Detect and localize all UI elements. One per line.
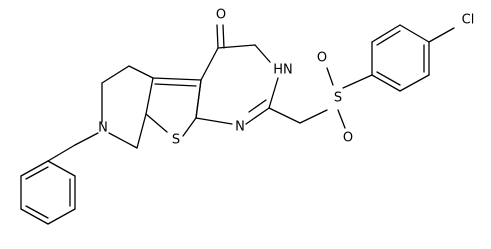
piperidine-nitrogen-label: N xyxy=(98,121,108,136)
benzyl-ring xyxy=(20,160,76,225)
nh-label: HN xyxy=(273,63,293,78)
thiophene-sulfur-label: S xyxy=(172,133,180,148)
chlorine-label: Cl xyxy=(462,13,475,28)
sulfonyl-oxygen-top-label: O xyxy=(317,51,327,66)
sulfonyl-chlorophenyl xyxy=(268,24,455,129)
sulfonyl-sulfur-label: S xyxy=(334,91,342,106)
carbonyl-oxygen-label: O xyxy=(216,8,226,23)
atom-labels: O HN S N N S O O Cl xyxy=(98,8,474,148)
pyrimidinone-ring xyxy=(195,24,279,125)
piperidine-ring xyxy=(47,65,154,162)
thiophene-ring xyxy=(145,77,202,137)
pyrimidine-nitrogen-label: N xyxy=(235,120,245,135)
sulfonyl-oxygen-bottom-label: O xyxy=(343,131,353,146)
